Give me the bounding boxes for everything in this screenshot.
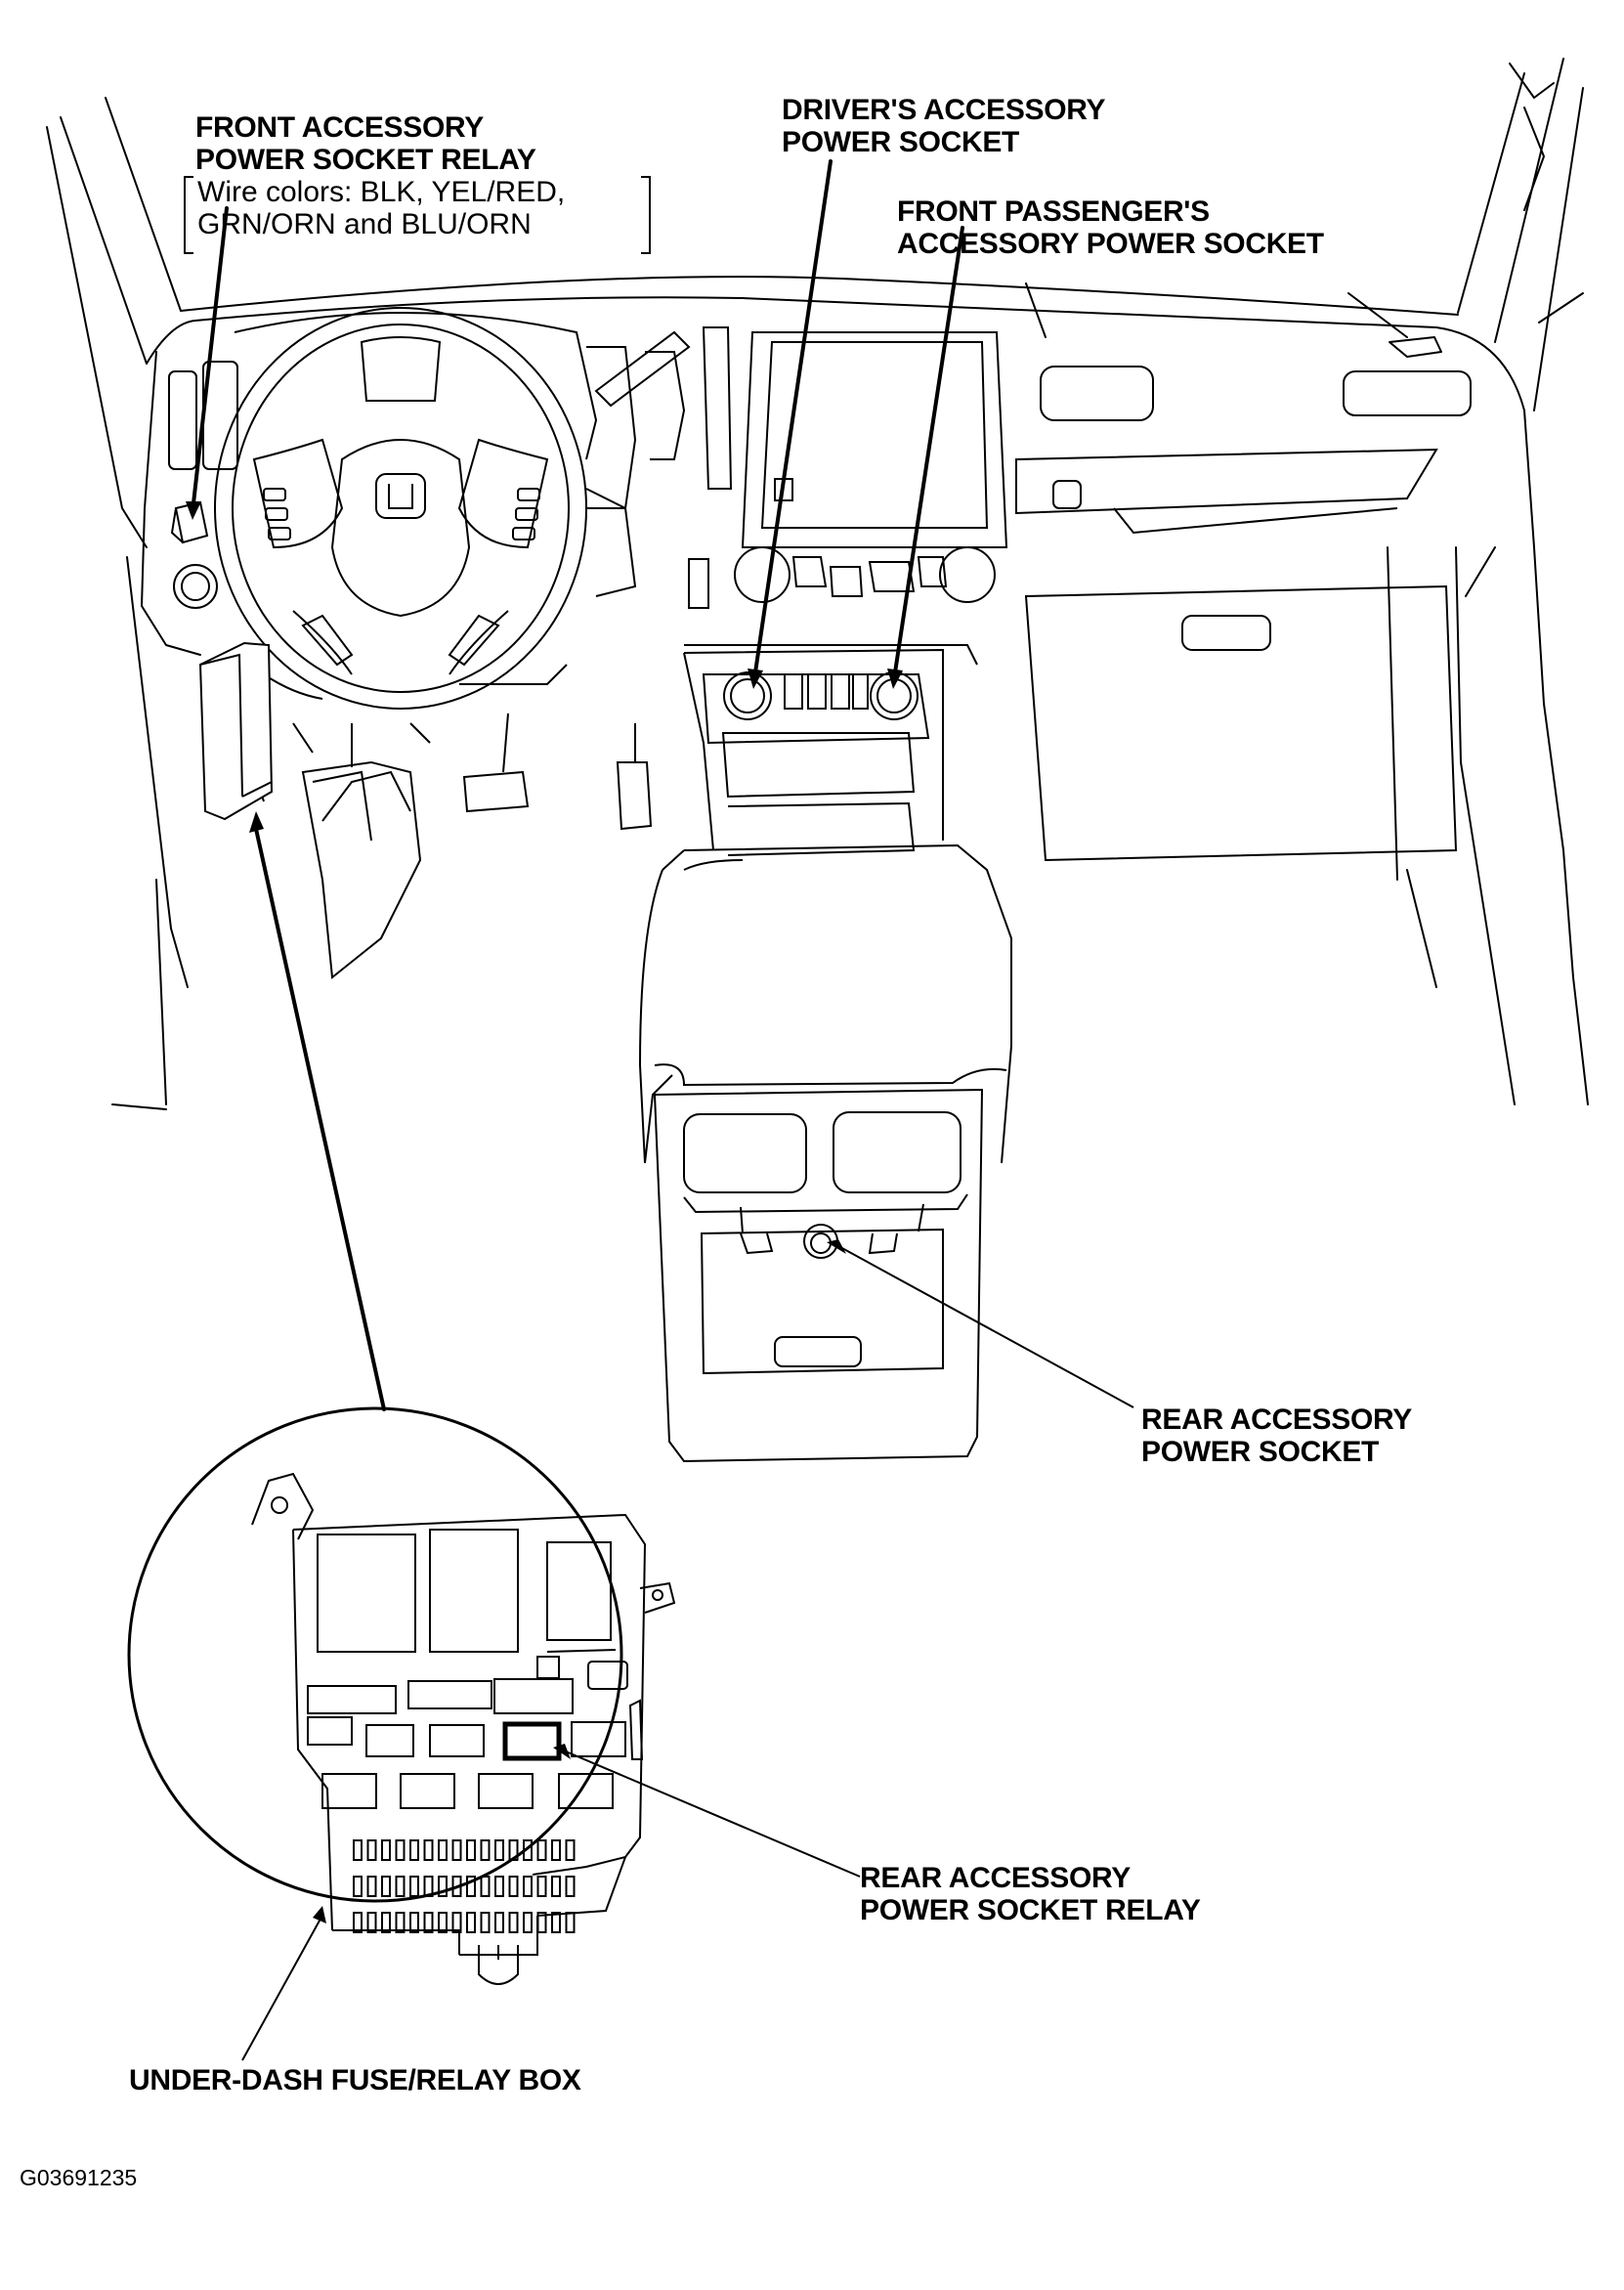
fuse-slot: [395, 1912, 406, 1933]
front-relay-label-line1: FRONT ACCESSORY: [195, 111, 484, 144]
fuse-slot: [480, 1876, 491, 1897]
wire-colors-line2: GRN/ORN and BLU/ORN: [197, 208, 532, 240]
fuse-slot: [438, 1912, 448, 1933]
driver-socket-label: DRIVER'S ACCESSORY POWER SOCKET: [782, 94, 1106, 158]
rear-relay-label-line2: POWER SOCKET RELAY: [860, 1894, 1201, 1926]
left-vent-cluster: [168, 361, 238, 609]
fuse-slot: [466, 1876, 476, 1897]
fuse-box-label: UNDER-DASH FUSE/RELAY BOX: [129, 2064, 581, 2096]
fuse-slot: [366, 1839, 377, 1861]
wire-note-bracket-right: [641, 176, 651, 254]
fuse-slot: [536, 1839, 547, 1861]
fuse-slot: [523, 1839, 533, 1861]
rear-socket-label-line1: REAR ACCESSORY: [1141, 1404, 1412, 1436]
driver-socket-label-line1: DRIVER'S ACCESSORY: [782, 94, 1106, 126]
fuse-slot: [466, 1912, 476, 1933]
fuse-slot: [353, 1912, 363, 1933]
a-pillar-left: [46, 97, 189, 1110]
rear-socket-label: REAR ACCESSORY POWER SOCKET: [1141, 1404, 1412, 1468]
fuse-slot: [565, 1912, 576, 1933]
rear-console: [653, 1088, 984, 1463]
fuse-slot: [395, 1839, 406, 1861]
fuse-slot: [409, 1912, 419, 1933]
instrument-cluster: [234, 312, 733, 700]
wire-colors-line1: Wire colors: BLK, YEL/RED,: [197, 176, 566, 208]
steering-wheel: [214, 307, 587, 710]
fuse-slot: [438, 1876, 448, 1897]
fuse-slot: [438, 1839, 448, 1861]
rear-relay-label-line1: REAR ACCESSORY: [860, 1862, 1131, 1894]
fuse-box-detail-circle: [127, 1406, 623, 1903]
fuse-slot: [409, 1839, 419, 1861]
fuse-slot: [508, 1839, 519, 1861]
leader-lines: [186, 159, 1134, 2061]
fuse-slot: [551, 1839, 561, 1861]
fuse-slot: [536, 1912, 547, 1933]
fuse-slot: [395, 1876, 406, 1897]
dashboard-outline: [141, 276, 1589, 1105]
fuse-slot: [508, 1912, 519, 1933]
fuse-slot: [409, 1876, 419, 1897]
figure-code: G03691235: [20, 2165, 138, 2190]
center-switch-panel: [683, 648, 944, 856]
rear-socket-label-line2: POWER SOCKET: [1141, 1436, 1380, 1468]
fuse-rows: [353, 1839, 576, 1933]
fuse-slot: [381, 1876, 391, 1897]
fuse-slot: [480, 1912, 491, 1933]
fuse-slot: [565, 1839, 576, 1861]
under-dash-fuse-relay-box-location: [198, 641, 274, 821]
fuse-slot: [423, 1912, 434, 1933]
fuse-slot: [381, 1912, 391, 1933]
driver-socket-label-line2: POWER SOCKET: [782, 126, 1020, 158]
passenger-socket-label-line2: ACCESSORY POWER SOCKET: [897, 228, 1324, 260]
pedals: [253, 713, 653, 979]
fuse-slot: [523, 1876, 533, 1897]
right-dashboard-panel: [1015, 366, 1472, 862]
fuse-slot: [494, 1876, 504, 1897]
fuse-slot: [366, 1876, 377, 1897]
fuse-slot: [353, 1876, 363, 1897]
fuse-slot: [423, 1876, 434, 1897]
fuse-slot: [366, 1912, 377, 1933]
fuse-slot: [536, 1876, 547, 1897]
fuse-slot: [480, 1839, 491, 1861]
fuse-slot: [466, 1839, 476, 1861]
rear-relay-label: REAR ACCESSORY POWER SOCKET RELAY: [860, 1862, 1201, 1926]
fuse-slot: [381, 1839, 391, 1861]
a-pillar-right: [1457, 58, 1584, 411]
fuse-slot: [451, 1839, 462, 1861]
fuse-slot: [523, 1912, 533, 1933]
front-relay-label-line2: POWER SOCKET RELAY: [195, 144, 536, 176]
wire-colors-note: Wire colors: BLK, YEL/RED, GRN/ORN and B…: [197, 176, 565, 240]
fuse-slot: [551, 1912, 561, 1933]
fuse-slot: [494, 1839, 504, 1861]
fuse-slot: [451, 1876, 462, 1897]
passenger-socket-label: FRONT PASSENGER'S ACCESSORY POWER SOCKET: [897, 195, 1324, 260]
wire-note-bracket-left: [184, 176, 193, 254]
front-relay-label: FRONT ACCESSORY POWER SOCKET RELAY: [195, 111, 536, 176]
fuse-slot: [423, 1839, 434, 1861]
center-stack: [683, 331, 1008, 851]
passenger-socket-label-line1: FRONT PASSENGER'S: [897, 195, 1210, 228]
fuse-slot: [451, 1912, 462, 1933]
center-console-armrest: [638, 843, 1012, 1164]
fuse-slot: [551, 1876, 561, 1897]
fuse-relay-box-detail: [251, 1472, 676, 1985]
fuse-slot: [353, 1839, 363, 1861]
fuse-slot: [508, 1876, 519, 1897]
fuse-slot: [494, 1912, 504, 1933]
fuse-slot: [565, 1876, 576, 1897]
